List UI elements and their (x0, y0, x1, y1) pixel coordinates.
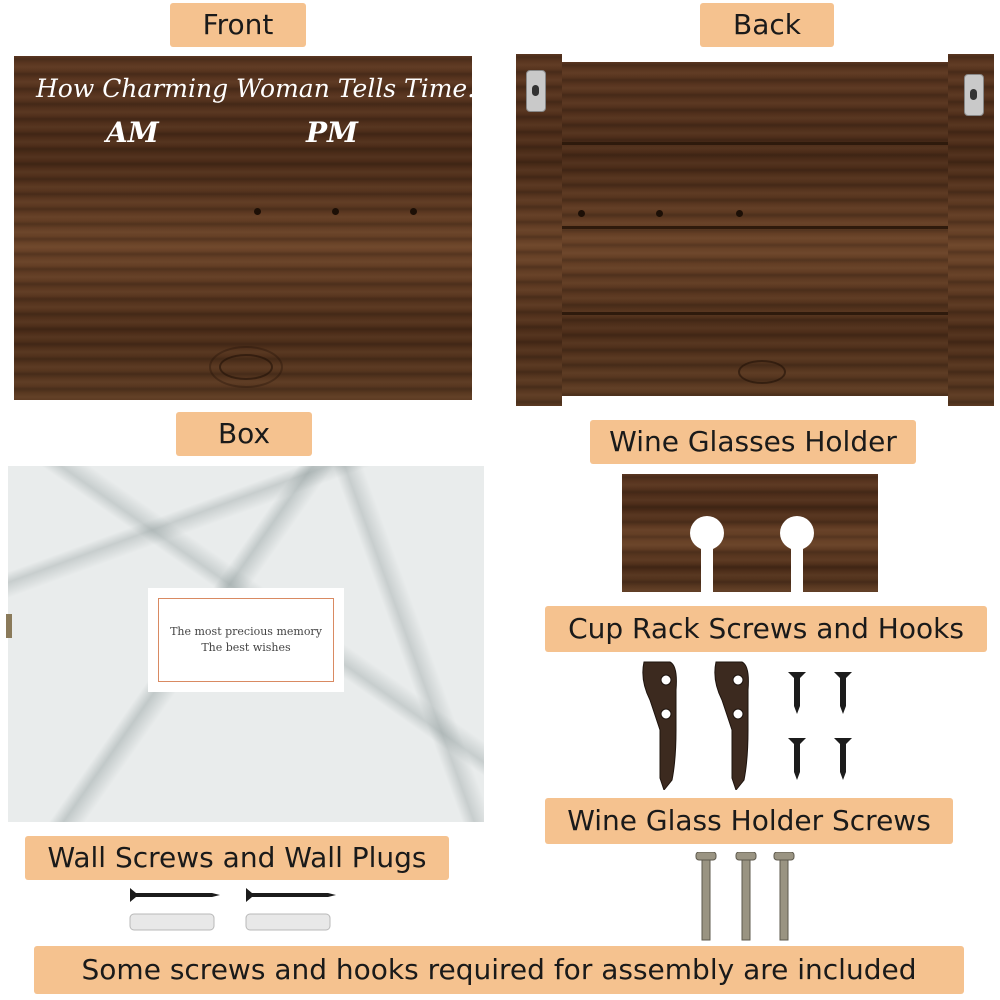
hanger-bracket-icon (526, 70, 546, 112)
box-label: Box (176, 412, 312, 456)
back-board (516, 54, 994, 406)
wine-glass-holder-screws-label: Wine Glass Holder Screws (545, 798, 953, 844)
front-headline: How Charming Woman Tells Time... (36, 74, 492, 103)
box-card-line2: The best wishes (201, 641, 291, 654)
clock-hole (410, 208, 417, 215)
wood-knot (738, 360, 786, 384)
wall-plug-icon (129, 913, 331, 931)
screw-icon (788, 672, 852, 780)
machine-screws (695, 852, 795, 941)
clock-hole (254, 208, 261, 215)
plank-seam (562, 142, 948, 145)
gift-box: The most precious memory The best wishes (6, 466, 484, 822)
screw-icon (130, 888, 336, 902)
clock-hole (578, 210, 585, 217)
am-text: AM (106, 116, 159, 149)
hanger-bracket-icon (964, 74, 984, 116)
box-card: The most precious memory The best wishes (148, 588, 344, 692)
clock-hole (656, 210, 663, 217)
back-plank (562, 62, 948, 396)
glass-slot-channel (791, 536, 803, 592)
clock-hole (736, 210, 743, 217)
wine-glasses-holder-label: Wine Glasses Holder (590, 420, 916, 464)
front-board: How Charming Woman Tells Time... AM PM (14, 56, 491, 400)
footer-label: Some screws and hooks required for assem… (34, 946, 964, 994)
plank-seam (562, 312, 948, 315)
cup-rack-screws-label: Cup Rack Screws and Hooks (545, 606, 987, 652)
back-rail-left (516, 54, 562, 406)
glass-slot-channel (701, 536, 713, 592)
wine-glasses-holder (622, 474, 878, 592)
box-card-line1: The most precious memory (170, 625, 322, 638)
back-label: Back (700, 3, 834, 47)
plank-seam (562, 226, 948, 229)
wall-screws-label: Wall Screws and Wall Plugs (25, 836, 449, 880)
screw-icon (695, 852, 795, 941)
clock-hole (332, 208, 339, 215)
hooks-and-screws (642, 661, 852, 790)
box-card-frame: The most precious memory The best wishes (158, 598, 334, 682)
hook-icon (714, 661, 749, 790)
hook-icon (642, 661, 677, 790)
front-label: Front (170, 3, 306, 47)
box-hinge (6, 614, 12, 638)
wood-knot (209, 346, 283, 388)
wall-screws-and-plugs (129, 888, 336, 931)
pm-text: PM (306, 116, 359, 149)
